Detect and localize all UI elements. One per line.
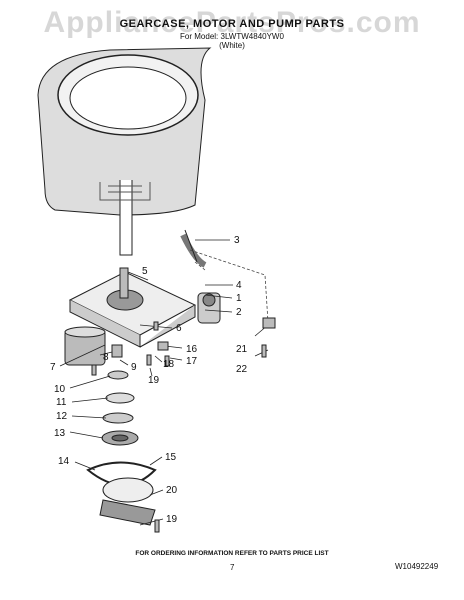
callout-15: 15	[165, 452, 177, 463]
callout-5: 5	[142, 266, 148, 277]
callout-22: 22	[236, 364, 248, 375]
callout-21: 21	[236, 344, 248, 355]
tub-illustration	[37, 47, 212, 256]
pump-illustration	[197, 292, 221, 324]
document-code: W10492249	[395, 562, 439, 571]
callout-13: 13	[54, 428, 66, 439]
callout-3: 3	[234, 235, 240, 246]
callout-16: 16	[186, 344, 198, 355]
page-number: 7	[230, 563, 235, 572]
color-line: (White)	[219, 41, 245, 50]
callout-7: 7	[50, 362, 56, 373]
callout-17: 17	[186, 356, 198, 367]
callout-14: 14	[58, 456, 70, 467]
gearcase-illustration	[68, 267, 197, 348]
callout-1: 1	[236, 293, 242, 304]
callout-6: 6	[176, 323, 182, 334]
model-line: For Model: 3LWTW4840YW0	[180, 32, 284, 41]
callout-labels: 3 4 1 2 5 6 7 8 9 10 11 12 13 14 15 16 1…	[50, 235, 248, 525]
drain-hose-illustration	[180, 229, 207, 268]
callout-18: 18	[163, 359, 175, 370]
callout-2: 2	[236, 307, 242, 318]
callout-19-upper: 19	[148, 375, 160, 386]
callout-10: 10	[54, 384, 66, 395]
watermark: AppliancePartsPros.com	[43, 6, 421, 39]
callout-20: 20	[166, 485, 178, 496]
coupler-stack-illustration	[101, 370, 139, 446]
pulley-illustration	[99, 477, 156, 526]
callout-9: 9	[131, 362, 137, 373]
callout-12: 12	[56, 411, 68, 422]
callout-11: 11	[56, 397, 67, 408]
motor-illustration	[64, 326, 106, 366]
page-title: GEARCASE, MOTOR AND PUMP PARTS	[119, 18, 345, 30]
callout-4: 4	[236, 280, 242, 291]
callout-8: 8	[103, 352, 109, 363]
ordering-note: FOR ORDERING INFORMATION REFER TO PARTS …	[135, 550, 329, 557]
callout-19-lower: 19	[166, 514, 178, 525]
model-info: For Model: 3LWTW4840YW0 (White)	[0, 32, 464, 50]
